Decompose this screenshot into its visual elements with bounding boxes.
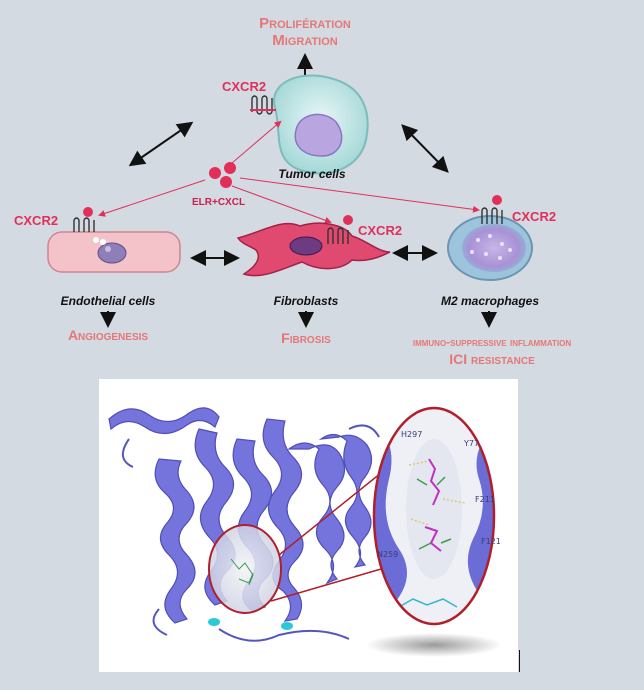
top-outcome: Prolifération Migration: [205, 15, 405, 49]
endothelial-cell-label: Endothelial cells: [60, 294, 156, 308]
ligand-label: ELR+CXCL: [192, 197, 246, 208]
zoom-ring-large: [372, 406, 496, 626]
protein-ribbon-image: H297 Y77 F211 N259 F121: [108, 406, 502, 657]
residue-label: Y77: [463, 439, 479, 448]
protein-structure-panel: H297 Y77 F211 N259 F121: [99, 379, 518, 672]
fibroblast-cell: [236, 222, 391, 277]
macrophage-outcome-line2: ICI resistance: [449, 351, 535, 367]
fibroblast-ligand: [343, 215, 353, 225]
zoom-inset: [374, 408, 494, 624]
panel-edge-line: [519, 650, 520, 672]
binding-pocket: [209, 525, 281, 613]
endothelial-outcome: Angiogenesis: [67, 327, 149, 343]
fibroblast-receptor-icon: [327, 227, 349, 244]
endothelial-ligand: [83, 207, 93, 217]
macrophage-outcome: immuno-suppressive inflammation ICI resi…: [364, 334, 620, 368]
endothelial-receptor-icon: [73, 217, 95, 232]
top-outcome-line1: Prolifération: [259, 15, 351, 32]
residue-label: H297: [401, 430, 422, 439]
zoom-ring-small: [208, 524, 282, 614]
tumor-receptor-label: CXCR2: [222, 79, 267, 94]
macrophage-ligand: [492, 195, 502, 205]
ligand-dots: [209, 162, 236, 188]
top-outcome-line2: Migration: [272, 32, 338, 49]
zoom-shadow: [366, 633, 502, 657]
fibroblast-cell-label: Fibroblasts: [273, 294, 339, 308]
fibroblast-outcome: Fibrosis: [281, 330, 331, 346]
residue-label: F211: [475, 495, 495, 504]
fibroblast-receptor-label: CXCR2: [358, 223, 403, 238]
macrophage-receptor-icon: [481, 207, 503, 224]
macrophage-receptor-label: CXCR2: [512, 209, 557, 224]
macrophage-outcome-line1: immuno-suppressive inflammation: [412, 335, 572, 349]
endothelial-cell: [47, 231, 181, 273]
macrophage-cell-label: M2 macrophages: [440, 294, 540, 308]
endothelial-receptor-label: CXCR2: [14, 213, 59, 228]
cell-diagram: [47, 53, 533, 328]
tumor-cell-label: Tumor cells: [278, 167, 346, 181]
tumor-cell: [273, 74, 369, 175]
residue-label: F121: [481, 537, 501, 546]
tumor-receptor-icon: [250, 95, 276, 115]
residue-label: N259: [377, 550, 398, 559]
macrophage-cell: [447, 215, 533, 281]
